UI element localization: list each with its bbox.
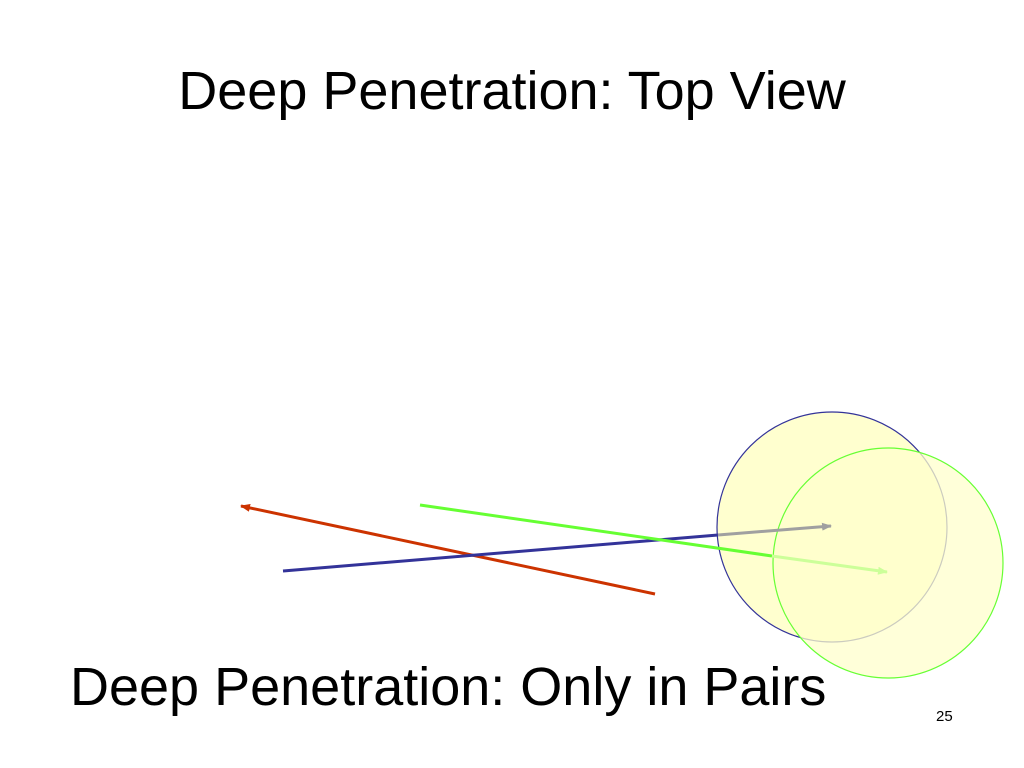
green-line bbox=[419, 503, 773, 558]
slide-subtitle: Deep Penetration: Only in Pairs bbox=[70, 657, 827, 717]
gray-arrow bbox=[717, 522, 832, 537]
slide-title: Deep Penetration: Top View bbox=[178, 61, 846, 121]
light-green-arrow bbox=[771, 554, 888, 575]
blue-line bbox=[282, 533, 719, 573]
circle-b bbox=[772, 447, 1004, 679]
page-number: 25 bbox=[936, 708, 953, 725]
red-arrow bbox=[240, 503, 656, 596]
